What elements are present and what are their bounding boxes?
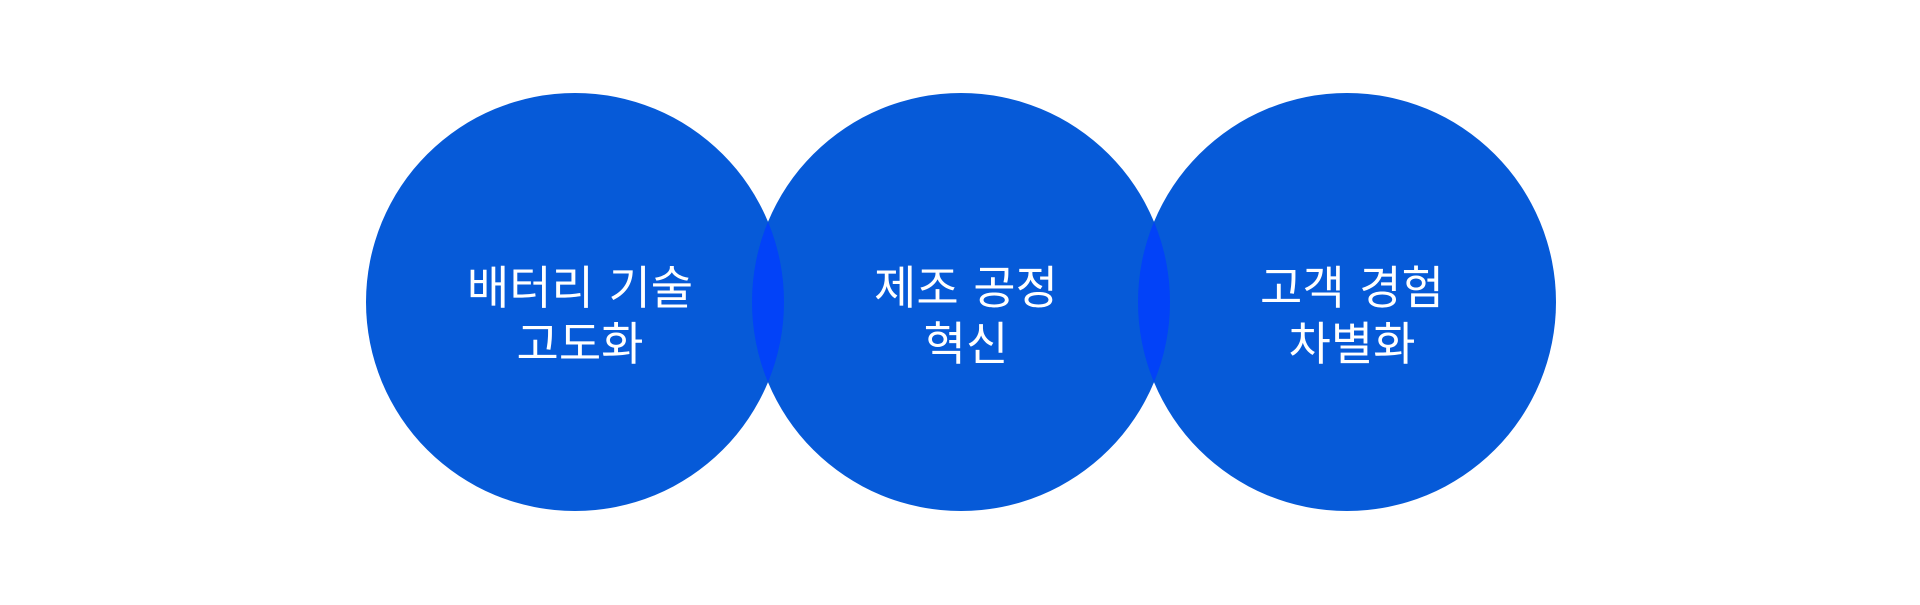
- circle-1-label-line1: 배터리 기술: [467, 261, 693, 315]
- circle-2-label-line1: 제조 공정: [874, 261, 1058, 315]
- circle-3-label-line1: 고객 경험: [1260, 261, 1444, 315]
- circle-3-label-line2: 차별화: [1289, 317, 1416, 371]
- circle-customer-experience: [1138, 93, 1556, 511]
- circle-1-label-line2: 고도화: [517, 317, 644, 371]
- circle-manufacturing-process: [752, 93, 1170, 511]
- circle-2-label-line2: 혁신: [924, 317, 1009, 371]
- circle-battery-technology: [366, 93, 784, 511]
